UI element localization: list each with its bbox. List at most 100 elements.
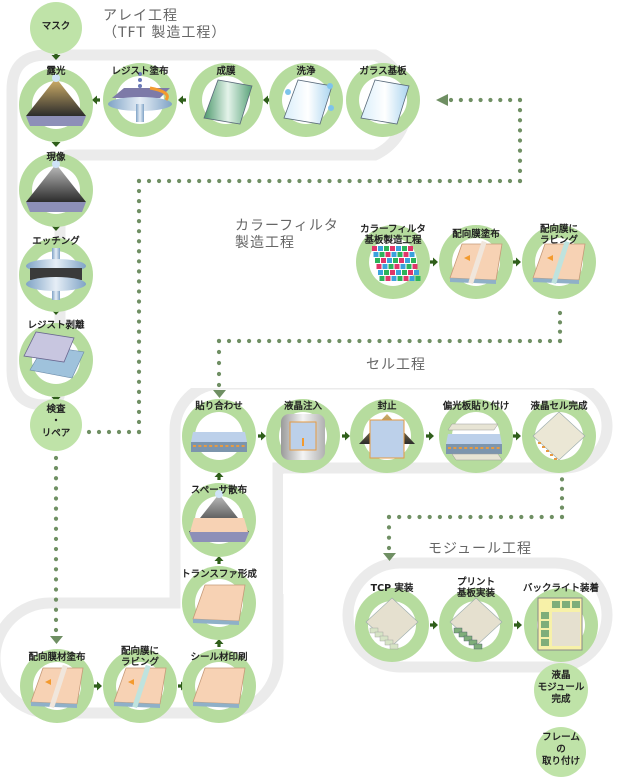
connector-dot — [559, 505, 565, 510]
connector-dot — [557, 329, 563, 334]
step-label-film-deposition: 成膜 — [216, 66, 236, 77]
connector-dot — [517, 178, 523, 184]
connector-dot — [367, 178, 372, 184]
connector-dot — [447, 338, 452, 344]
step-polarizer — [439, 399, 513, 473]
connector-dot — [106, 429, 112, 435]
connector-dot — [468, 97, 473, 103]
connector-dot — [136, 369, 142, 374]
connector-dot — [517, 168, 523, 173]
step-label-tcp: TCP 実装 — [370, 583, 414, 594]
connector-dot — [417, 178, 422, 184]
lc-module-complete-circle — [534, 663, 588, 717]
connector-dot — [216, 371, 222, 377]
connector-dot — [297, 338, 302, 344]
connector-dot — [517, 97, 523, 103]
connector-dot — [509, 514, 514, 520]
connector-dot — [497, 178, 503, 184]
connector-dot — [53, 546, 59, 552]
step-circles — [19, 2, 598, 777]
step-glass-substrate — [346, 63, 420, 137]
connector-dot — [136, 319, 142, 324]
connector-dot — [136, 198, 142, 204]
step-sealing — [350, 399, 424, 473]
complete-line2: モジュール — [537, 682, 585, 693]
connector-dot — [136, 349, 142, 354]
connector-dot — [467, 338, 472, 344]
dot-arrowhead-to-tcp — [383, 553, 396, 561]
flow-arrow-icon — [342, 431, 350, 441]
connector-dot — [136, 429, 142, 435]
flow-arrow-icon — [514, 620, 522, 630]
connector-dot — [397, 514, 402, 520]
connector-dot — [498, 514, 504, 520]
connector-dot — [487, 178, 493, 184]
inspect-line3: リペア — [41, 428, 71, 439]
connector-dot — [327, 178, 332, 184]
connector-dot — [317, 338, 322, 344]
step-label-cell-complete: 液晶セル完成 — [530, 401, 588, 412]
connector-dot — [387, 178, 392, 184]
inspect-line2: ・ — [51, 416, 61, 427]
connector-dot — [53, 516, 59, 521]
array-title-line1: アレイ工程 — [103, 8, 178, 24]
step-label-resist-strip: レジスト剥離 — [27, 320, 85, 331]
connector-dot — [136, 289, 142, 294]
step-backlight — [524, 588, 598, 662]
connector-dot — [267, 178, 272, 184]
connector-dot — [559, 477, 565, 482]
connector-dot — [517, 158, 523, 163]
connector-dot — [517, 118, 523, 123]
connector-dot — [53, 627, 59, 633]
step-resist-coating — [103, 63, 177, 137]
connector-dot — [407, 514, 412, 520]
connector-dot — [517, 148, 523, 153]
frame-line1: フレーム — [542, 732, 580, 743]
connector-dot — [307, 178, 312, 184]
connector-dot — [487, 338, 492, 344]
connector-dot — [216, 349, 222, 355]
connector-dot — [136, 389, 142, 394]
connector-dot — [53, 455, 59, 461]
step-etching — [19, 238, 93, 312]
connector-dot — [287, 338, 292, 344]
connector-dot — [557, 320, 563, 325]
connector-dot — [187, 178, 192, 184]
connector-dot — [497, 338, 502, 344]
connector-dot — [559, 496, 565, 501]
connector-dot — [507, 338, 512, 344]
inspect-line1: 検査 — [46, 404, 66, 415]
frame-line2: の — [556, 744, 566, 755]
connector-dot — [136, 209, 142, 214]
flow-arrow-icon — [426, 431, 434, 441]
connector-dot — [136, 299, 142, 304]
flow-arrow-icon — [513, 431, 521, 441]
complete-line1: 液晶 — [551, 670, 571, 681]
cf-rubbing-line2: ラビング — [539, 235, 579, 246]
connector-dot — [197, 178, 202, 184]
connector-dot — [136, 379, 142, 384]
connector-dot — [53, 486, 59, 491]
cf-rubbing-line1: 配向膜に — [539, 224, 579, 235]
step-label-cf-alignment-coat: 配向膜塗布 — [452, 229, 500, 240]
connector-dot — [507, 178, 513, 184]
flow-arrow-icon — [51, 139, 61, 147]
flow-arrow-icon — [430, 620, 438, 630]
connector-dot — [386, 514, 392, 520]
step-resist-strip — [19, 323, 93, 397]
cell-inner-area — [283, 474, 343, 594]
step-cleaning — [269, 63, 343, 137]
connector-dot — [397, 178, 402, 184]
connector-dot — [116, 429, 122, 435]
connector-dot — [557, 338, 563, 344]
step-label-bonding: 貼り合わせ — [195, 401, 243, 412]
connector-dot — [277, 178, 282, 184]
flow-arrow-icon — [178, 95, 186, 105]
connector-dot — [86, 429, 92, 435]
connector-dot — [437, 514, 442, 520]
connector-dot — [357, 178, 362, 184]
cf-title-line1: カラーフィルタ — [235, 218, 339, 234]
flow-arrow-icon — [513, 257, 521, 267]
step-label-seal-print: シール材印刷 — [190, 652, 248, 663]
